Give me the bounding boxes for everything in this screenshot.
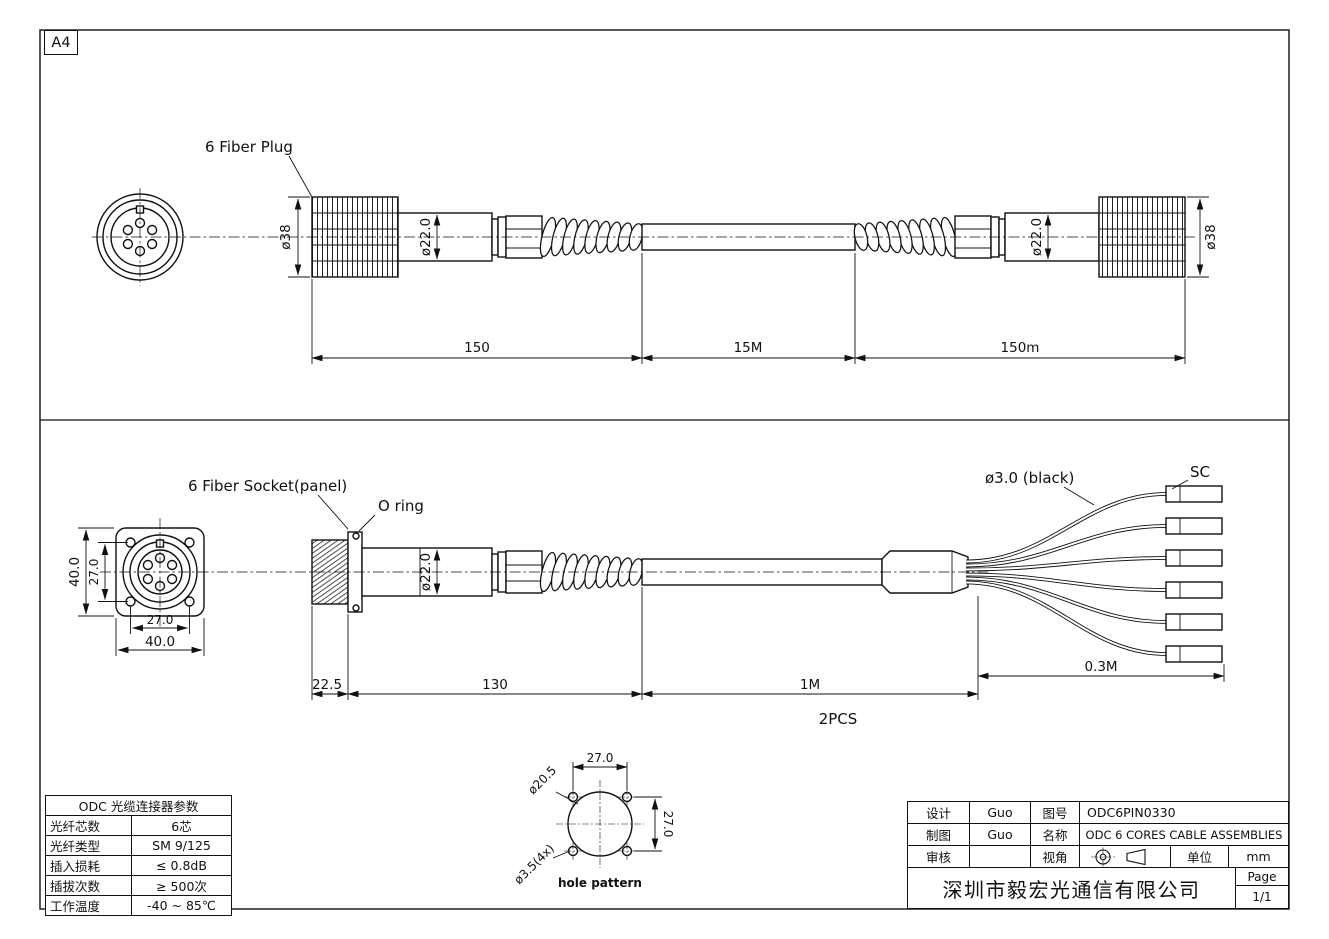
unit-label: 单位 [1171, 846, 1229, 867]
sc-connectors [1165, 485, 1223, 663]
page-column: Page 1/1 [1236, 868, 1288, 908]
hp-dim-side: 27.0 [661, 811, 675, 838]
check-label: 审核 [908, 846, 970, 867]
dim-15M: 15M [734, 340, 763, 356]
param-label: 插入损耗 [45, 855, 132, 876]
plug-label: 6 Fiber Plug [205, 138, 293, 156]
drawing-no-value: ODC6PIN0330 [1087, 805, 1176, 820]
param-value: 6芯 [131, 815, 232, 836]
bottom-assembly-drawing: 6 Fiber Socket(panel) O ring ø3.0 (black… [67, 463, 1225, 728]
socket-label-leader [317, 494, 349, 530]
dim-22-5: 22.5 [312, 677, 342, 693]
socket-label: 6 Fiber Socket(panel) [188, 477, 347, 495]
dim-27-horiz: 27.0 [147, 613, 174, 627]
dim-d38-left: ø38 [278, 224, 294, 249]
flange-dims: 40.0 27.0 27.0 40.0 [67, 527, 205, 656]
name-label: 名称 [1031, 824, 1080, 845]
draft-label: 制图 [908, 824, 970, 845]
dim-0-3M: 0.3M [1084, 659, 1117, 675]
first-angle-projection-symbol [1091, 847, 1146, 866]
view-angle-label: 视角 [1031, 846, 1080, 867]
fiber-label-leader [1063, 486, 1095, 506]
top-length-dims: 150 15M 150m [311, 253, 1186, 364]
unit-value: mm [1246, 849, 1271, 864]
drawing-no-label: 图号 [1031, 802, 1080, 823]
param-value: ≥ 500次 [131, 875, 232, 896]
param-value: -40 ~ 85℃ [131, 895, 232, 916]
plug-label-leader [288, 155, 314, 200]
title-block: 设计 Guo 图号 ODC6PIN0330 制图 Guo 名称 ODC 6 CO… [907, 801, 1289, 909]
param-label: 光纤类型 [45, 835, 132, 856]
oring-leader [358, 514, 376, 532]
hp-dim-screw: ø3.5(4x) [511, 841, 557, 887]
design-value: Guo [970, 802, 1031, 823]
fiber-strands [965, 492, 1167, 656]
top-diameter-dims: ø38 ø22.0 ø22.0 ø38 [278, 196, 1219, 278]
title-block-row-3: 审核 视角 单位 mm [908, 846, 1288, 868]
hp-dim-bore: ø20.5 [525, 763, 559, 797]
view-angle-symbol-cell [1080, 846, 1171, 867]
hole-pattern-view: 27.0 27.0 ø20.5 ø3.5(4x) hole pattern [511, 751, 675, 890]
param-label: 插拔次数 [45, 875, 132, 896]
dim-d38-right: ø38 [1203, 224, 1219, 249]
dim-150m: 150m [1001, 340, 1040, 356]
dim-d22-right: ø22.0 [1029, 218, 1045, 256]
params-title: ODC 光缆连接器参数 [45, 795, 232, 816]
dim-27-vert: 27.0 [87, 559, 101, 586]
page-value: 1/1 [1252, 890, 1272, 904]
dim-40-horiz: 40.0 [145, 634, 175, 650]
quantity-label: 2PCS [819, 710, 858, 728]
name-value: ODC 6 CORES CABLE ASSEMBLIES [1085, 827, 1283, 842]
hole-pattern-dims: 27.0 27.0 ø20.5 ø3.5(4x) [511, 751, 675, 887]
param-value: SM 9/125 [131, 835, 232, 856]
paper-size-label: A4 [44, 30, 78, 55]
sheet-border [39, 29, 1290, 910]
title-block-row-4: 深圳市毅宏光通信有限公司 Page 1/1 [908, 868, 1288, 908]
company-name: 深圳市毅宏光通信有限公司 [908, 868, 1236, 908]
hole-pattern-caption: hole pattern [558, 876, 642, 890]
dim-150: 150 [464, 340, 490, 356]
dim-d22-socket: ø22.0 [418, 553, 434, 591]
param-label: 光纤芯数 [45, 815, 132, 836]
connector-params-table: ODC 光缆连接器参数 光纤芯数 6芯 光纤类型 SM 9/125 插入损耗 ≤… [45, 795, 232, 916]
sc-label-leader [1171, 479, 1189, 490]
dim-40-vert: 40.0 [67, 557, 83, 587]
dim-1M: 1M [800, 677, 820, 693]
dim-130: 130 [482, 677, 508, 693]
fiber-breakout [965, 485, 1223, 663]
dim-d22-left: ø22.0 [418, 218, 434, 256]
top-assembly-drawing: 6 Fiber Plug ø38 ø22.0 ø22.0 ø38 [92, 138, 1219, 364]
param-label: 工作温度 [45, 895, 132, 916]
design-label: 设计 [908, 802, 970, 823]
check-value [970, 846, 1031, 867]
mounting-holes [564, 788, 636, 860]
fiber-diameter-label: ø3.0 (black) [985, 469, 1074, 487]
page-label: Page [1236, 868, 1288, 886]
hp-dim-top: 27.0 [587, 751, 614, 765]
bottom-length-dims: 22.5 130 1M 0.3M [311, 587, 1225, 700]
title-block-row-2: 制图 Guo 名称 ODC 6 CORES CABLE ASSEMBLIES [908, 824, 1288, 846]
param-value: ≤ 0.8dB [131, 855, 232, 876]
sc-label: SC [1190, 463, 1210, 481]
draft-value: Guo [970, 824, 1031, 845]
oring-label: O ring [378, 497, 424, 515]
socket-diameter-dim: ø22.0 [418, 549, 441, 595]
title-block-row-1: 设计 Guo 图号 ODC6PIN0330 [908, 802, 1288, 824]
